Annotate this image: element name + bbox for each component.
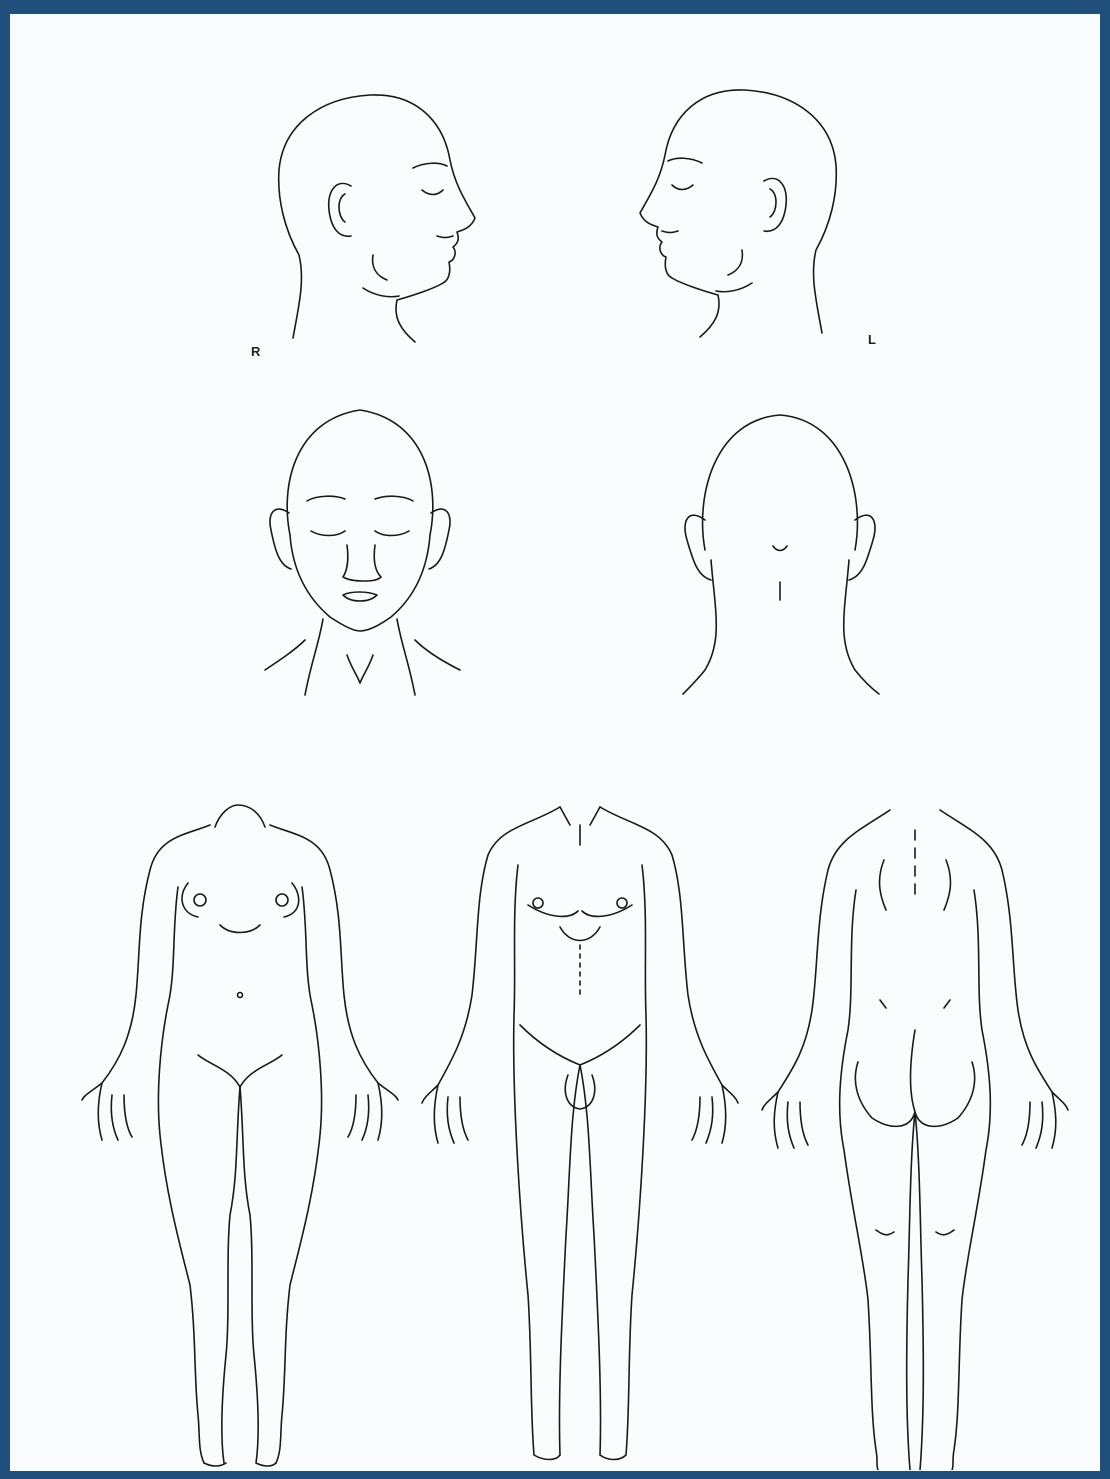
- body-male-front: [420, 795, 740, 1470]
- head-front-view: [255, 405, 475, 700]
- body-female-front: [80, 795, 400, 1470]
- right-side-label: R: [251, 344, 260, 359]
- body-back-view: [760, 800, 1070, 1470]
- head-back-view: [675, 410, 895, 695]
- head-left-profile: [630, 85, 850, 345]
- head-right-profile: [265, 90, 485, 350]
- left-side-label: L: [868, 332, 876, 347]
